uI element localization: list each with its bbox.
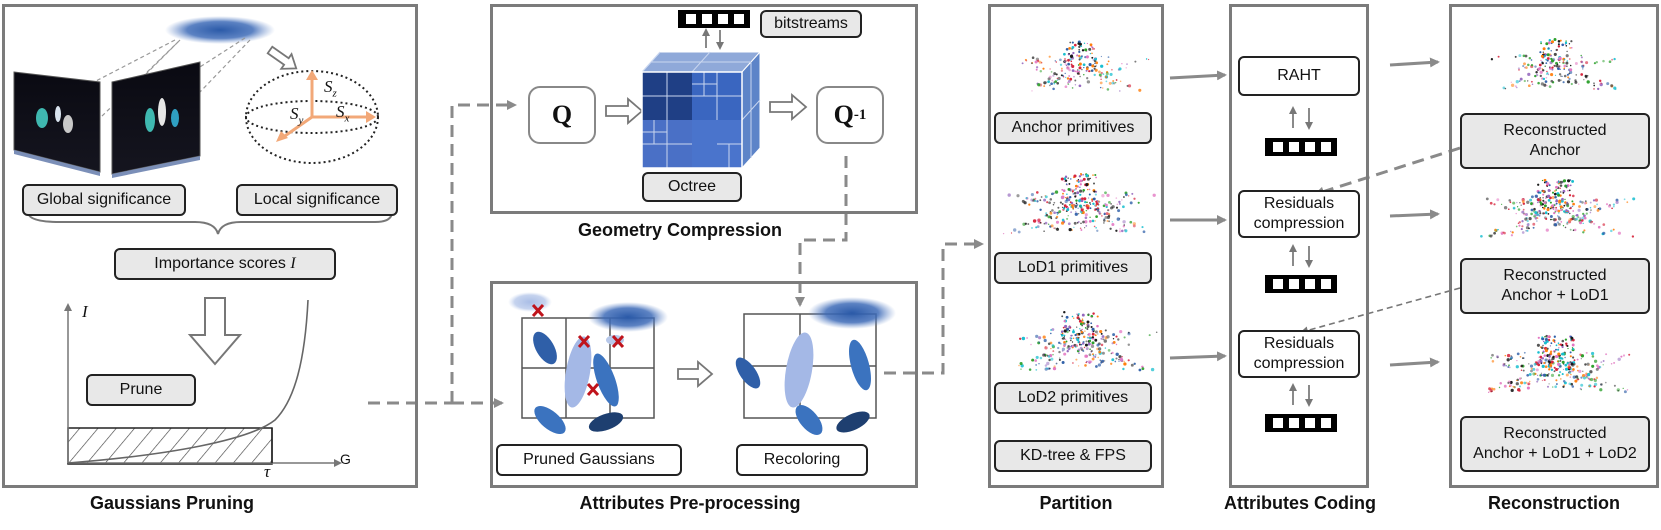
lod2-primitives-label: LoD2 primitives [994, 382, 1152, 414]
anchor-primitives-label: Anchor primitives [994, 112, 1152, 144]
preprocess-panel [490, 281, 918, 488]
gaussian-top-icon [165, 16, 275, 44]
reconstructed-lod1-cloud [1480, 178, 1636, 238]
coding-panel [1229, 4, 1369, 488]
reconstruction-caption: Reconstruction [1487, 493, 1621, 513]
reconstruction-panel [1449, 4, 1659, 488]
sx-label: Sx [336, 102, 350, 125]
prune-cross-icon [531, 303, 625, 397]
dequantize-box: Q-1 [816, 86, 884, 144]
reconstructed-lod1-box: Reconstructed Anchor + LoD1 [1460, 258, 1650, 314]
bitstream-top-icon [678, 10, 750, 28]
pruning-graphics [13, 16, 393, 467]
geometry-caption: Geometry Compression [577, 220, 783, 240]
pruning-panel [2, 4, 418, 488]
reconstructed-lod2-box: Reconstructed Anchor + LoD1 + LoD2 [1460, 416, 1650, 472]
bitstream-raht-icon [1265, 138, 1337, 156]
recoloring-label: Recoloring [736, 444, 868, 476]
residuals-compression-2-box: Residuals compression [1238, 330, 1360, 378]
lod1-primitives-label: LoD1 primitives [994, 252, 1152, 284]
hollow-arrow-icon [266, 45, 298, 70]
recolor-arrow [677, 360, 714, 388]
bitstream-residual2-icon [1265, 414, 1337, 432]
geometry-graphics [605, 10, 808, 170]
lod2-point-cloud [1018, 311, 1158, 372]
octree-cube-icon [640, 50, 762, 170]
axis-x-label: G [340, 451, 351, 467]
global-significance-label: Global significance [22, 184, 186, 216]
pruning-chart [64, 299, 342, 467]
tau-label: τ [264, 462, 271, 481]
q-to-octree-arrow [605, 97, 644, 125]
sz-label: Sz [324, 77, 337, 100]
pruning-caption: Gaussians Pruning [89, 493, 255, 513]
flow-arrows [368, 57, 1461, 408]
kdtree-fps-label: KD-tree & FPS [994, 440, 1152, 472]
down-arrow-icon [187, 297, 243, 366]
octree-label: Octree [642, 172, 742, 202]
partition-caption: Partition [1039, 493, 1113, 513]
lod1-point-cloud [1002, 172, 1156, 235]
axis-y-label: I [82, 302, 88, 321]
reconstructed-anchor-cloud [1490, 38, 1617, 91]
pruned-gaussians-label: Pruned Gaussians [496, 444, 682, 476]
local-sphere-icon [245, 70, 379, 164]
quantize-box: Q [528, 86, 596, 144]
preprocess-caption: Attributes Pre-processing [579, 493, 801, 513]
geometry-panel [490, 4, 918, 214]
reconstructed-anchor-box: Reconstructed Anchor [1460, 113, 1650, 169]
sy-label: Sy [290, 104, 304, 127]
coding-bitstreams [1265, 106, 1337, 432]
partition-panel [988, 4, 1164, 488]
anchor-point-cloud [1021, 40, 1150, 92]
importance-scores-label: Importance scores I [114, 248, 336, 280]
reconstructed-lod2-cloud [1487, 334, 1631, 394]
octree-to-qinv-arrow [769, 93, 808, 121]
brace-icon [27, 211, 393, 235]
preprocess-graphics [508, 292, 896, 435]
coding-caption: Attributes Coding [1224, 493, 1376, 513]
bitstream-residual1-icon [1265, 275, 1337, 293]
prune-label: Prune [86, 374, 196, 406]
bitstreams-label: bitstreams [760, 10, 862, 38]
local-significance-label: Local significance [236, 184, 398, 216]
point-clouds [1002, 38, 1636, 394]
raht-box: RAHT [1238, 56, 1360, 96]
residuals-compression-1-box: Residuals compression [1238, 190, 1360, 238]
